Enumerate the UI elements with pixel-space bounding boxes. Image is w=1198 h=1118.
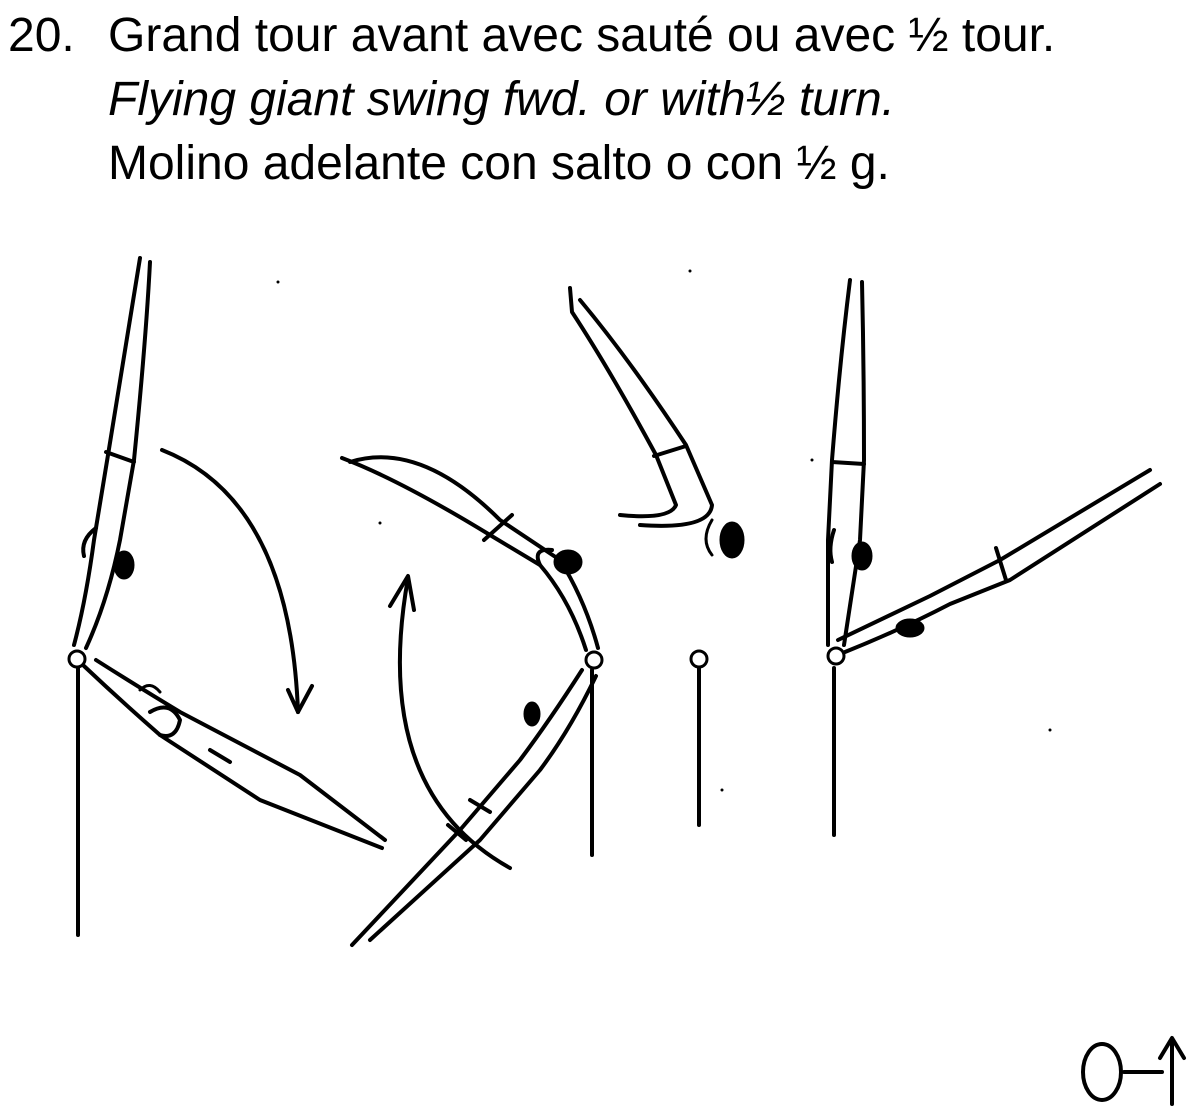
caption-line-fr: 20. Grand tour avant avec sauté ou avec … <box>8 4 1188 68</box>
title-french: Grand tour avant avec sauté ou avec ½ to… <box>108 9 1056 62</box>
element-number: 20. <box>8 9 75 62</box>
gymnast-lower-middle <box>350 668 598 947</box>
caption-line-es: Molino adelante con salto o con ½ g. <box>8 132 1188 196</box>
specks <box>276 269 1052 792</box>
bar-left <box>67 649 87 937</box>
rotation-arrow-down <box>160 448 314 714</box>
title-spanish: Molino adelante con salto o con ½ g. <box>108 137 890 190</box>
circle-dash-up-arrow-icon <box>1081 1036 1186 1106</box>
gymnast-flying-middle <box>340 455 600 652</box>
gymnast-handstand-left <box>72 256 152 650</box>
gymnast-extended-right <box>836 468 1162 654</box>
gymnast-hanging-left <box>82 658 387 850</box>
gymnast-release <box>568 286 745 559</box>
bar-middle <box>584 650 604 857</box>
bar-empty <box>689 649 709 827</box>
element-caption: 20. Grand tour avant avec sauté ou avec … <box>8 4 1188 196</box>
bar-right <box>826 646 846 837</box>
gymnast-handstand-right <box>826 278 873 647</box>
title-english: Flying giant swing fwd. or with½ turn. <box>108 73 896 126</box>
caption-line-en: Flying giant swing fwd. or with½ turn. <box>8 68 1188 132</box>
